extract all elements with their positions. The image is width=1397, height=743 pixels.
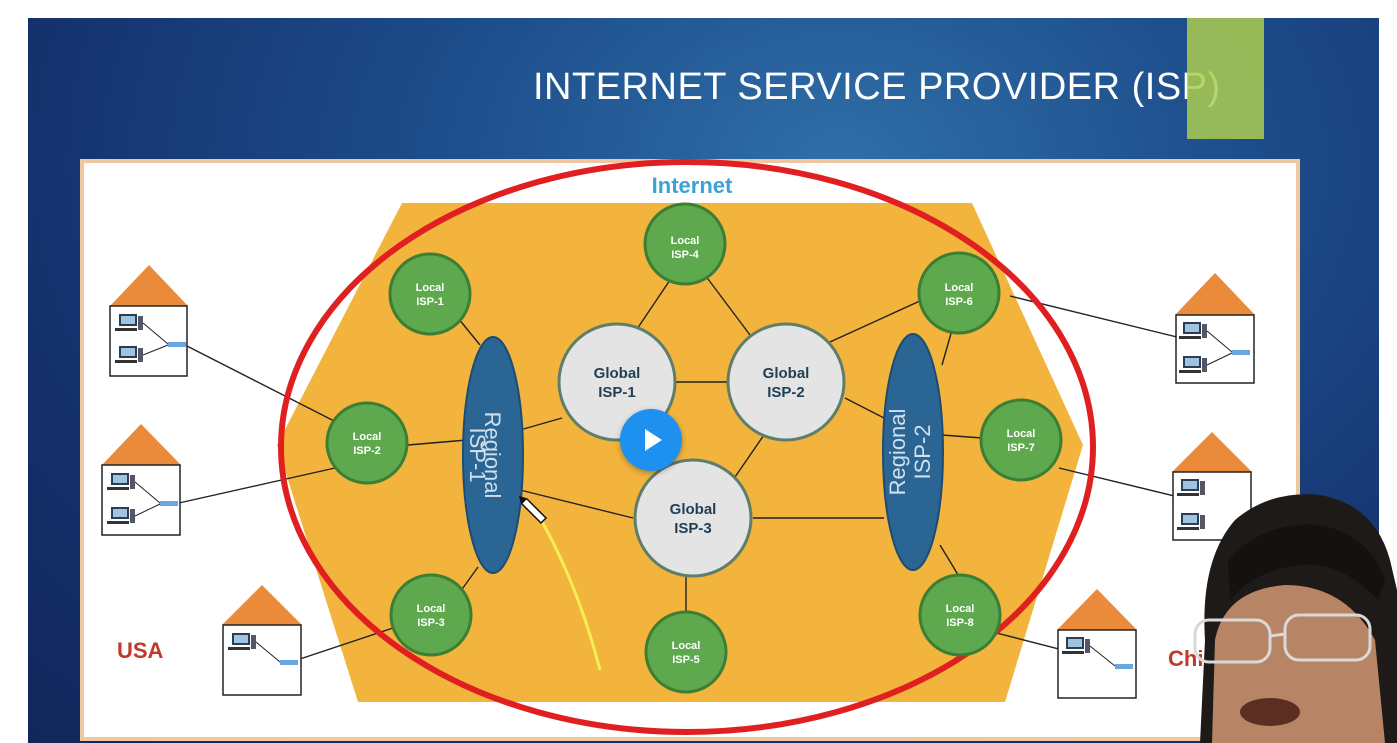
local-isp-1-line2: ISP-1 [416,296,444,308]
computer-icon [115,314,143,331]
house-usa-1 [109,265,188,377]
internet-hexagon [277,203,1083,702]
computer-icon [107,473,135,490]
connection-lines [169,274,1239,667]
local-isp-7-line2: ISP-7 [1007,442,1035,454]
local-isp-5: Local ISP-5 [644,610,728,694]
local-isp-8-line2: ISP-8 [946,617,974,629]
local-isp-4-line1: Local [671,235,700,247]
regional-isp-2-line1: Regional [885,409,910,496]
computer-icon [1177,513,1205,530]
local-isp-8: Local ISP-8 [918,573,1002,657]
presenter-webcam [1193,494,1397,743]
highlight-marker [1187,18,1264,139]
region-label-china: Chi [1168,646,1203,671]
regional-isp-1: Regional ISP-1 [462,336,524,574]
red-circle-annotation [278,159,1096,735]
computer-icon [1177,479,1205,496]
region-label-usa: USA [117,638,164,663]
global-isp-1-line2: ISP-1 [598,384,636,401]
regional-isp-1-line2: ISP-1 [465,427,490,482]
pen-annotation-stroke [538,517,602,671]
global-isp-2-line1: Global [763,365,810,382]
pen-cursor-icon [518,495,548,525]
local-isp-1: Local ISP-1 [388,252,472,336]
play-icon [645,429,662,451]
house-usa-3 [222,585,302,696]
internet-label: Internet [652,173,733,198]
computer-icon [115,346,143,363]
local-isp-7-line1: Local [1007,428,1036,440]
local-isp-7: Local ISP-7 [979,398,1063,482]
house-china-1 [1175,273,1255,384]
local-isp-3: Local ISP-3 [389,573,473,657]
local-isp-5-line2: ISP-5 [672,654,700,666]
global-isp-3-line1: Global [670,501,717,518]
regional-isp-2-line2: ISP-2 [910,424,935,479]
local-isp-3-line1: Local [417,603,446,615]
slide-title: INTERNET SERVICE PROVIDER (ISP) [533,66,1221,108]
local-isp-5-line1: Local [672,640,701,652]
global-isp-3-line2: ISP-3 [674,520,712,537]
local-isp-6-line2: ISP-6 [945,296,973,308]
regional-isp-2: Regional ISP-2 [882,333,944,571]
play-button[interactable] [620,409,682,471]
computer-icon [1179,322,1207,339]
local-isp-2-line1: Local [353,431,382,443]
house-china-3 [1057,589,1137,699]
local-isp-2: Local ISP-2 [325,401,409,485]
regional-isp-1-line1: Regional [480,412,505,499]
computer-icon [228,633,256,650]
global-isp-1-line1: Global [594,365,641,382]
global-isp-3: Global ISP-3 [633,458,753,578]
global-isp-2-line2: ISP-2 [767,384,805,401]
local-isp-4: Local ISP-4 [643,202,727,286]
local-isp-3-line2: ISP-3 [417,617,445,629]
local-isp-1-line1: Local [416,282,445,294]
local-isp-6-line1: Local [945,282,974,294]
computer-icon [107,507,135,524]
local-isp-4-line2: ISP-4 [671,249,699,261]
local-isp-6: Local ISP-6 [917,251,1001,335]
computer-icon [1062,637,1090,654]
house-usa-2 [101,424,181,536]
local-isp-8-line1: Local [946,603,975,615]
local-isp-2-line2: ISP-2 [353,445,381,457]
computer-icon [1179,356,1207,373]
global-isp-2: Global ISP-2 [726,322,846,442]
